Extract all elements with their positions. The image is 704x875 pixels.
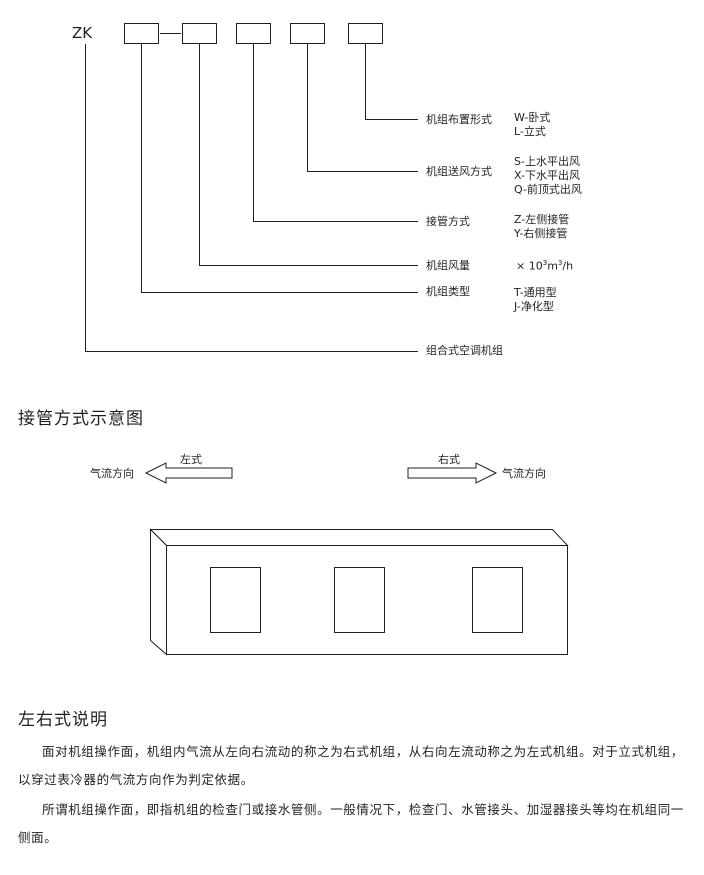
leader-line-airflow [199, 44, 418, 266]
paragraph-2: 所谓机组操作面，即指机组的检查门或接水管侧。一般情况下，检查门、水管接头、加湿器… [18, 802, 684, 845]
air-handling-unit-drawing [149, 528, 569, 656]
code-box-4 [290, 23, 325, 44]
left-arrow-label: 左式 [180, 453, 202, 466]
leader-line-unit [85, 44, 418, 352]
legend-code: W-卧式 [514, 111, 551, 124]
airflow-unit-pre: × 10 [516, 259, 543, 273]
code-box-1 [124, 23, 159, 44]
legend-label-type: 机组类型 [426, 285, 470, 298]
airflow-unit-mid: m [547, 259, 558, 273]
airflow-unit-sup1: 3 [542, 259, 548, 267]
leader-line-type [141, 44, 418, 293]
legend-code: T-通用型 [514, 286, 557, 299]
leader-line-connection [253, 44, 418, 222]
right-flow-direction: 气流方向 [502, 467, 546, 480]
code-box-5 [348, 23, 383, 44]
legend-code: J-净化型 [514, 300, 554, 313]
paragraph-1: 面对机组操作面，机组内气流从左向右流动的称之为右式机组，从右向左流动称之为左式机… [18, 744, 684, 787]
legend-code: L-立式 [514, 125, 546, 138]
legend-label-supply: 机组送风方式 [426, 165, 492, 178]
inspection-door-3 [472, 567, 523, 633]
legend-label-layout: 机组布置形式 [426, 113, 492, 126]
legend-label-connection: 接管方式 [426, 215, 470, 228]
left-flow-direction: 气流方向 [90, 467, 134, 480]
section-title-connection: 接管方式示意图 [18, 409, 144, 429]
leader-line-supply [307, 44, 418, 172]
airflow-unit-sup2: 3 [557, 259, 563, 267]
unit-side-face [150, 528, 167, 656]
inspection-door-1 [210, 567, 261, 633]
model-prefix: ZK [72, 24, 93, 42]
left-arrow-icon [144, 462, 233, 484]
airflow-unit: × 103m3/h [516, 257, 573, 273]
legend-code: Q-前顶式出风 [514, 183, 582, 196]
code-box-3 [236, 23, 271, 44]
legend-label-unit: 组合式空调机组 [426, 344, 503, 357]
right-arrow-label: 右式 [438, 453, 460, 466]
legend-code: S-上水平出风 [514, 155, 580, 168]
unit-top-face [149, 529, 569, 546]
airflow-unit-post: /h [562, 259, 574, 273]
legend-code: X-下水平出风 [514, 169, 580, 182]
legend-code: Y-右侧接管 [514, 227, 568, 240]
legend-code: Z-左侧接管 [514, 213, 570, 226]
code-box-2 [182, 23, 217, 44]
legend-label-airflow: 机组风量 [426, 259, 470, 272]
inspection-door-2 [334, 567, 385, 633]
right-arrow-icon [407, 462, 498, 484]
leader-line-layout [365, 44, 418, 120]
section-title-description: 左右式说明 [18, 710, 108, 730]
